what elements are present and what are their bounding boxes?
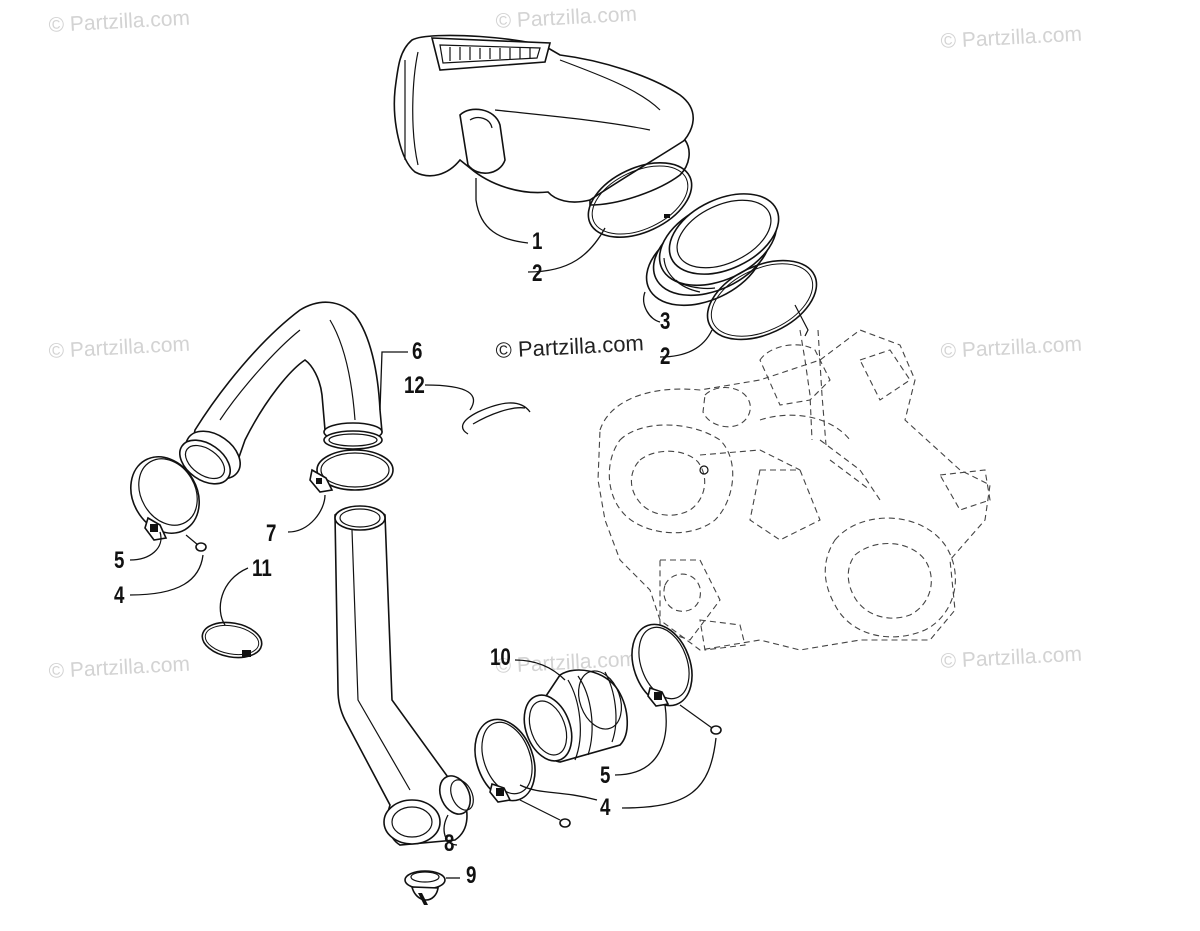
callout-8: 8 [444, 830, 455, 857]
callout-12: 12 [404, 372, 425, 399]
callout-5-right: 5 [600, 762, 611, 789]
callout-4-left: 4 [114, 582, 125, 609]
clamp-ring-lower [706, 259, 818, 341]
boot [645, 193, 780, 307]
retainer-clip [461, 402, 531, 435]
screw-right-lower [519, 799, 571, 828]
callout-4-right: 4 [600, 794, 611, 821]
callout-5-left: 5 [114, 547, 125, 574]
screw-left [185, 534, 207, 552]
engine-outline [597, 329, 991, 651]
cable-tie [201, 621, 263, 659]
callout-7: 7 [266, 520, 277, 547]
callout-10: 10 [490, 644, 511, 671]
callout-9: 9 [466, 862, 477, 889]
drain-valve [404, 870, 446, 905]
callout-11: 11 [252, 555, 272, 582]
callout-6: 6 [412, 338, 423, 365]
clamp-7 [309, 449, 394, 493]
callout-1: 1 [532, 228, 543, 255]
hose-clamp-right-upper [631, 623, 693, 707]
coupler [523, 669, 629, 763]
callout-3: 3 [660, 308, 671, 335]
hose-clamp-right-lower [474, 718, 536, 803]
screw-right-upper [679, 704, 722, 735]
clamp-ring-upper [587, 162, 693, 238]
engine-mount-bolt [699, 465, 709, 475]
leader-lines [129, 178, 717, 879]
cvt-intake-duct [179, 301, 383, 485]
callout-2-lower: 2 [660, 343, 671, 370]
cvt-duct-tube [334, 505, 474, 846]
air-intake-housing [393, 34, 694, 206]
callout-2-upper: 2 [532, 260, 543, 287]
